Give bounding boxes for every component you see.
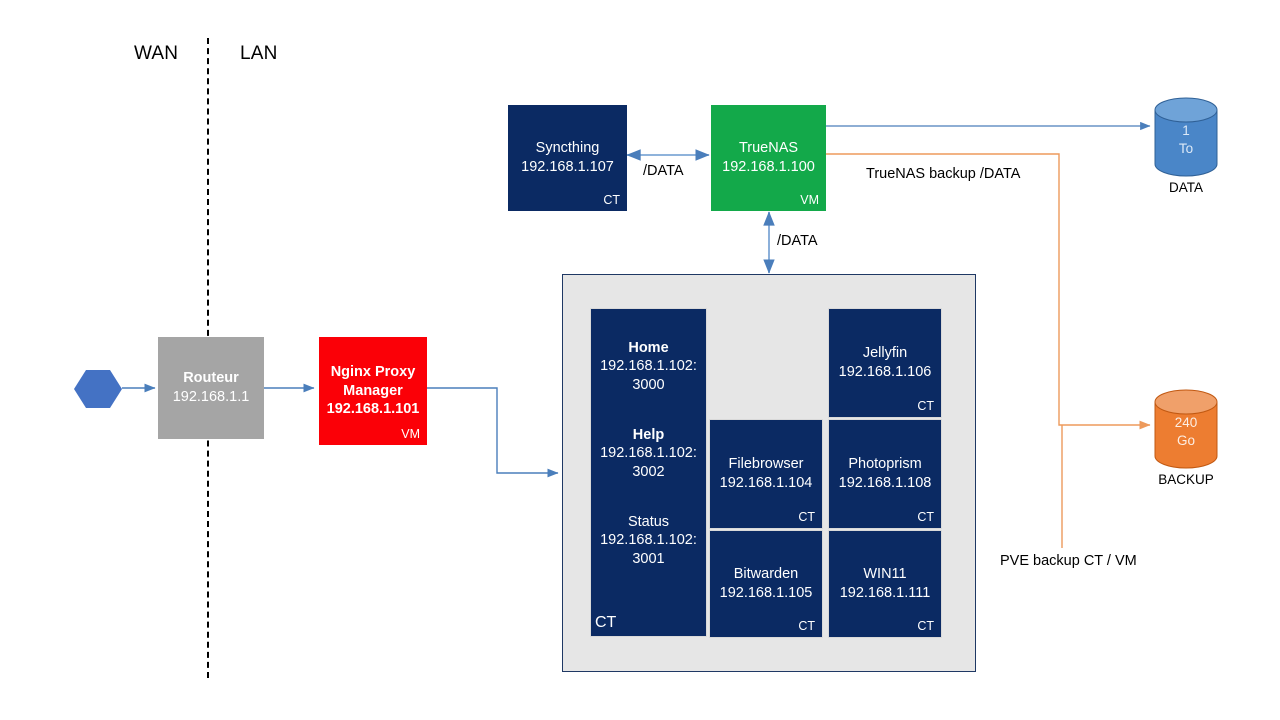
jellyfin-ip: 192.168.1.106	[838, 364, 932, 380]
data-disk-caption: DATA	[1168, 180, 1203, 195]
router-title: Routeur	[183, 370, 239, 387]
service-home-name: Home	[628, 340, 669, 356]
zone-label-lan: LAN	[240, 43, 278, 64]
node-router[interactable]: Routeur 192.168.1.1	[158, 337, 264, 439]
jellyfin-kind-badge: CT	[917, 399, 934, 413]
filebrowser-title: Filebrowser	[728, 456, 804, 473]
photoprism-title: Photoprism	[848, 456, 922, 473]
win11-ip: 192.168.1.111	[839, 585, 931, 601]
node-photoprism[interactable]: Photoprism 192.168.1.108 CT	[828, 419, 942, 529]
service-status-name: Status	[627, 514, 670, 530]
node-truenas[interactable]: TrueNAS 192.168.1.100 VM	[711, 105, 826, 211]
services-stack-kind-badge: CT	[595, 614, 617, 631]
bitwarden-ip: 192.168.1.105	[719, 585, 813, 601]
win11-kind-badge: CT	[917, 619, 934, 633]
storage-backup-disk[interactable]: 240 Go	[1154, 389, 1218, 469]
nginx-ip: 192.168.1.101	[326, 401, 420, 418]
truenas-ip: 192.168.1.100	[722, 159, 815, 175]
storage-data-disk[interactable]: 1 To	[1154, 97, 1218, 177]
service-home-port: 3000	[632, 376, 665, 393]
nginx-kind-badge: VM	[401, 427, 420, 441]
truenas-title: TrueNAS	[738, 140, 799, 157]
internet-hexagon	[74, 370, 122, 408]
node-services-stack[interactable]: Home 192.168.1.102: 3000 Help 192.168.1.…	[590, 308, 707, 637]
backup-disk-unit: Go	[1176, 433, 1195, 449]
backup-disk-size: 240	[1174, 415, 1198, 430]
annotation-data-vertical: /DATA	[777, 233, 818, 249]
node-nginx-proxy-manager[interactable]: Nginx Proxy Manager 192.168.1.101 VM	[319, 337, 427, 445]
service-status-ip: 192.168.1.102:	[600, 532, 697, 549]
service-help-port: 3002	[632, 463, 665, 480]
syncthing-ip: 192.168.1.107	[521, 159, 614, 175]
filebrowser-kind-badge: CT	[798, 510, 815, 524]
nginx-title-line1: Nginx Proxy	[330, 364, 416, 381]
service-help[interactable]: Help 192.168.1.102: 3002	[595, 426, 702, 481]
router-ip: 192.168.1.1	[172, 389, 250, 405]
annotation-pve-backup: PVE backup CT / VM	[1000, 553, 1137, 569]
bitwarden-title: Bitwarden	[733, 566, 799, 583]
win11-title: WIN11	[863, 566, 907, 583]
node-win11[interactable]: WIN11 192.168.1.111 CT	[828, 530, 942, 638]
data-disk-size: 1	[1182, 123, 1190, 138]
jellyfin-title: Jellyfin	[862, 345, 908, 362]
data-disk-unit: To	[1178, 141, 1194, 157]
service-home[interactable]: Home 192.168.1.102: 3000	[595, 339, 702, 394]
service-home-ip: 192.168.1.102:	[600, 358, 697, 375]
service-help-name: Help	[632, 427, 665, 443]
service-status-port: 3001	[632, 550, 665, 567]
service-status[interactable]: Status 192.168.1.102: 3001	[595, 513, 702, 582]
filebrowser-ip: 192.168.1.104	[719, 475, 813, 491]
node-jellyfin[interactable]: Jellyfin 192.168.1.106 CT	[828, 308, 942, 418]
syncthing-kind-badge: CT	[603, 193, 620, 207]
service-help-ip: 192.168.1.102:	[600, 445, 697, 462]
truenas-kind-badge: VM	[800, 193, 819, 207]
node-syncthing[interactable]: Syncthing 192.168.1.107 CT	[508, 105, 627, 211]
zone-label-wan: WAN	[134, 43, 179, 64]
annotation-truenas-backup: TrueNAS backup /DATA	[866, 166, 1021, 182]
nginx-title-line2: Manager	[343, 382, 403, 399]
node-bitwarden[interactable]: Bitwarden 192.168.1.105 CT	[709, 530, 823, 638]
node-filebrowser[interactable]: Filebrowser 192.168.1.104 CT	[709, 419, 823, 529]
bitwarden-kind-badge: CT	[798, 619, 815, 633]
photoprism-ip: 192.168.1.108	[838, 475, 932, 491]
annotation-data-horizontal: /DATA	[643, 163, 684, 179]
backup-disk-caption: BACKUP	[1158, 472, 1214, 487]
syncthing-title: Syncthing	[535, 140, 600, 157]
photoprism-kind-badge: CT	[917, 510, 934, 524]
link-nginx-panel	[427, 387, 559, 478]
